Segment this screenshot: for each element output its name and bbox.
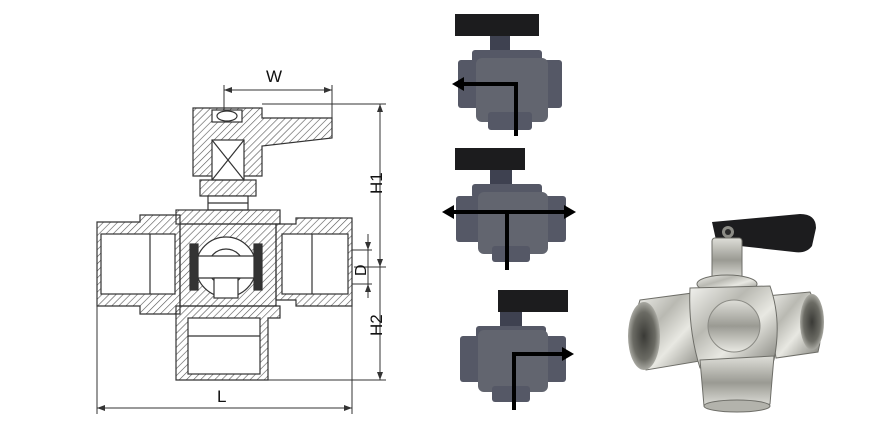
dimension-label-d: D	[353, 264, 370, 276]
three-way-ball-valve-photo	[628, 214, 824, 413]
valve-handle	[455, 14, 539, 36]
flow-position-3	[460, 290, 574, 410]
dimension-label-l: L	[217, 387, 226, 406]
dimension-label-h2: H2	[367, 314, 386, 336]
flow-position-2	[442, 148, 576, 270]
dimension-label-h1: H1	[367, 172, 386, 194]
flow-position-1	[452, 14, 562, 136]
dimension-label-w: W	[266, 67, 282, 86]
ball-valve-cross-section	[96, 107, 353, 381]
dimension-lines	[96, 85, 386, 414]
valve-handle	[455, 148, 525, 170]
valve-handle	[498, 290, 568, 312]
